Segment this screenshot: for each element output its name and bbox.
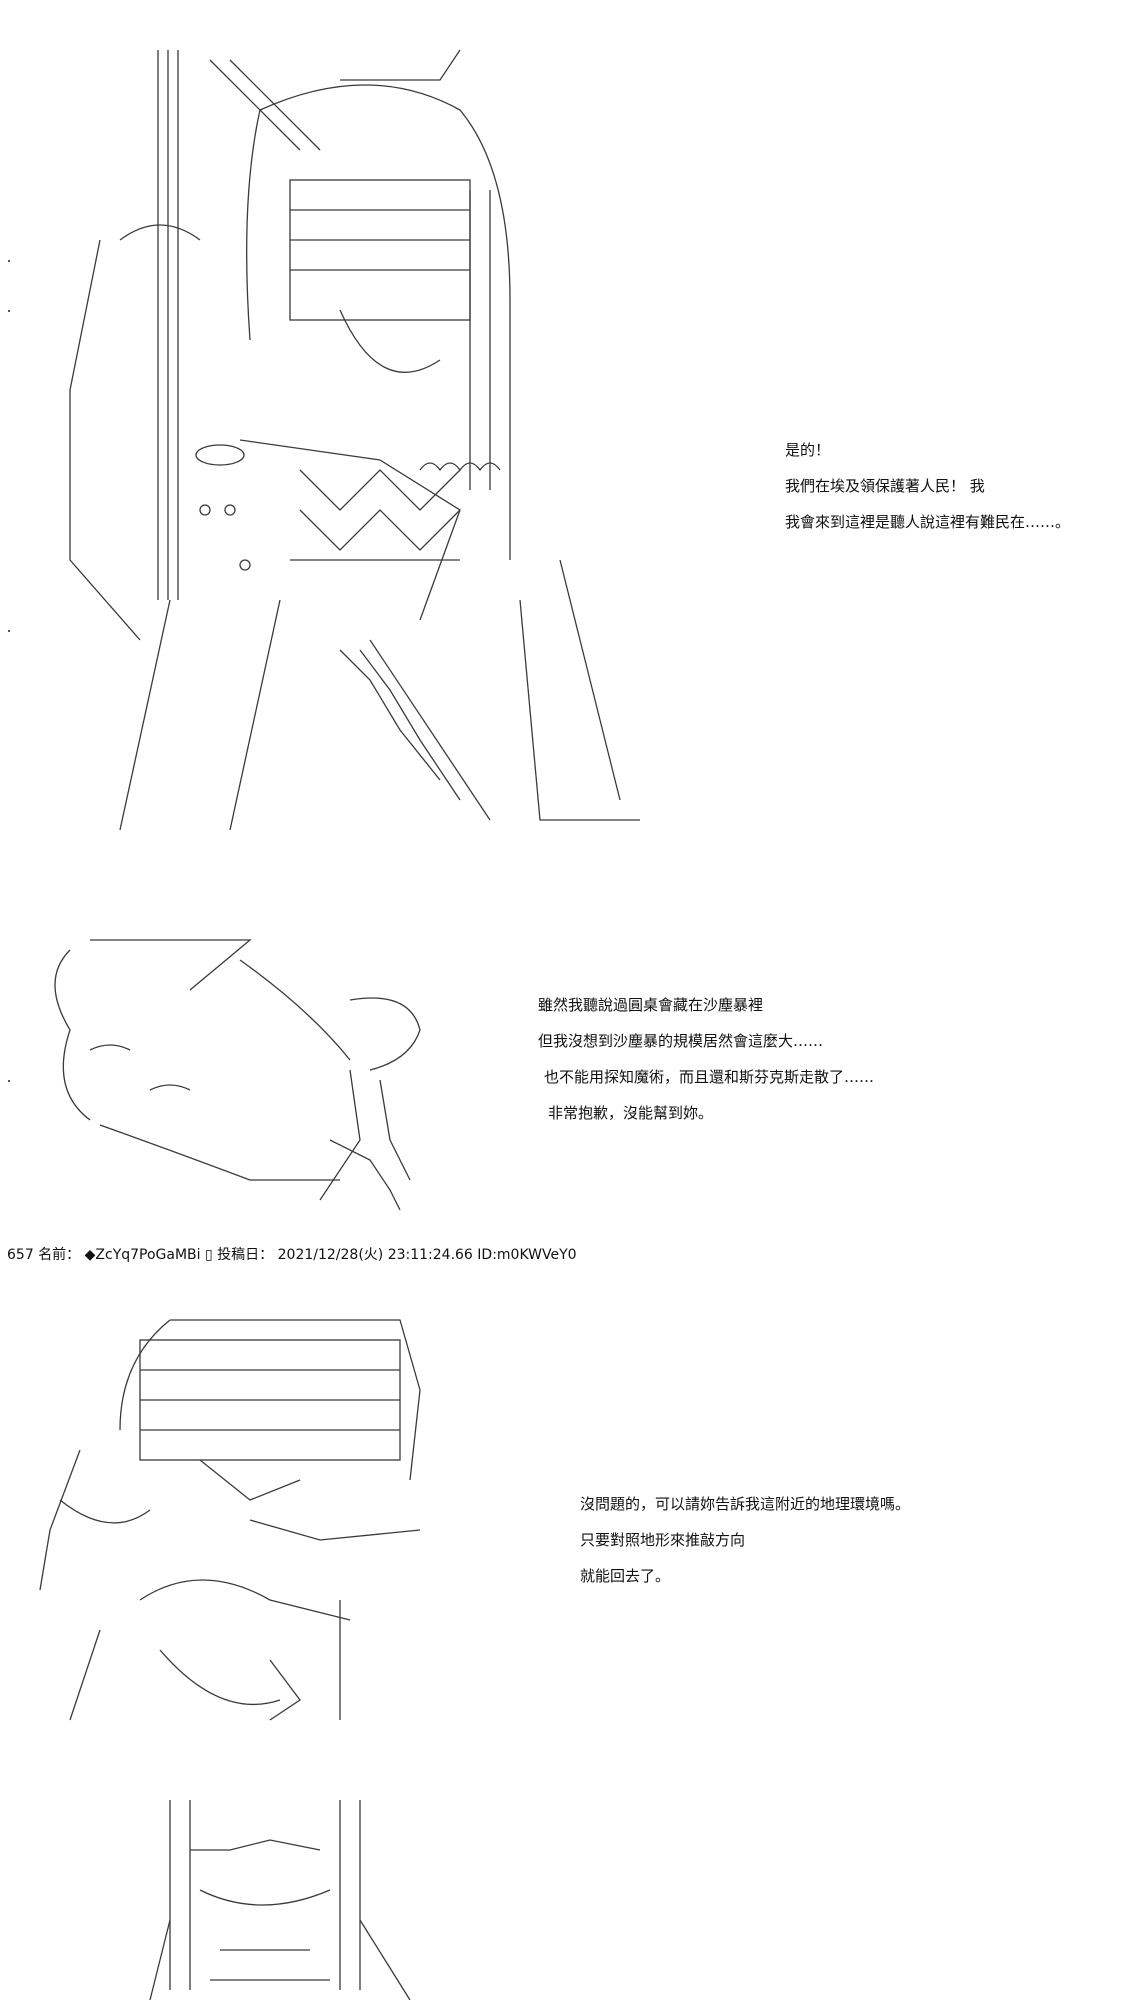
dialogue-line: 也不能用探知魔術，而且還和斯芬克斯走散了……	[544, 1068, 875, 1086]
ascii-art-figure-2	[54, 939, 421, 1211]
dialogue-scene-2: 雖然我聽說過圓桌會藏在沙塵暴裡 但我沒想到沙塵暴的規模居然會這麼大…… 也不能用…	[538, 995, 958, 1125]
dialogue-line: 只要對照地形來推敲方向	[580, 1531, 746, 1549]
post-number: 657	[7, 1247, 34, 1263]
dialogue-line: 是的！	[785, 441, 831, 459]
dialogue-line: 就能回去了。	[580, 1567, 671, 1585]
margin-dot	[8, 630, 10, 632]
margin-dot	[8, 260, 10, 262]
dialogue-line: 但我沒想到沙塵暴的規模居然會這麼大……	[538, 1032, 824, 1050]
post-name-label: 名前：	[38, 1247, 81, 1263]
margin-dot	[8, 310, 10, 312]
ascii-art-figure-1	[69, 49, 640, 831]
post-date-label: 投稿日：	[217, 1247, 274, 1263]
dialogue-line: 雖然我聽說過圓桌會藏在沙塵暴裡	[538, 996, 764, 1014]
margin-dot	[8, 1080, 10, 1082]
ascii-art-figure-3	[39, 1319, 421, 1721]
dialogue-line: 非常抱歉，沒能幫到妳。	[548, 1104, 714, 1122]
post-name: ◆ZcYq7PoGaMBi	[84, 1247, 201, 1263]
dialogue-line: 我會來到這裡是聽人說這裡有難民在……。	[785, 513, 1071, 531]
dialogue-scene-1: 是的！ 我們在埃及領保護著人民！ 我 我會來到這裡是聽人說這裡有難民在……。	[785, 440, 1115, 531]
post-header: 657 名前： ◆ZcYq7PoGaMBi ▯ 投稿日： 2021/12/28(…	[7, 1247, 577, 1263]
post-date: 2021/12/28(火) 23:11:24.66	[277, 1247, 473, 1263]
ascii-art-figure-4	[149, 1800, 411, 2000]
dialogue-scene-3: 沒問題的，可以請妳告訴我這附近的地理環境嗎。 只要對照地形來推敲方向 就能回去了…	[580, 1494, 1000, 1585]
dialogue-line: 沒問題的，可以請妳告訴我這附近的地理環境嗎。	[580, 1495, 911, 1513]
dialogue-line: 我們在埃及領保護著人民！ 我	[785, 477, 985, 495]
post-id: ID:m0KWVeY0	[477, 1247, 577, 1263]
